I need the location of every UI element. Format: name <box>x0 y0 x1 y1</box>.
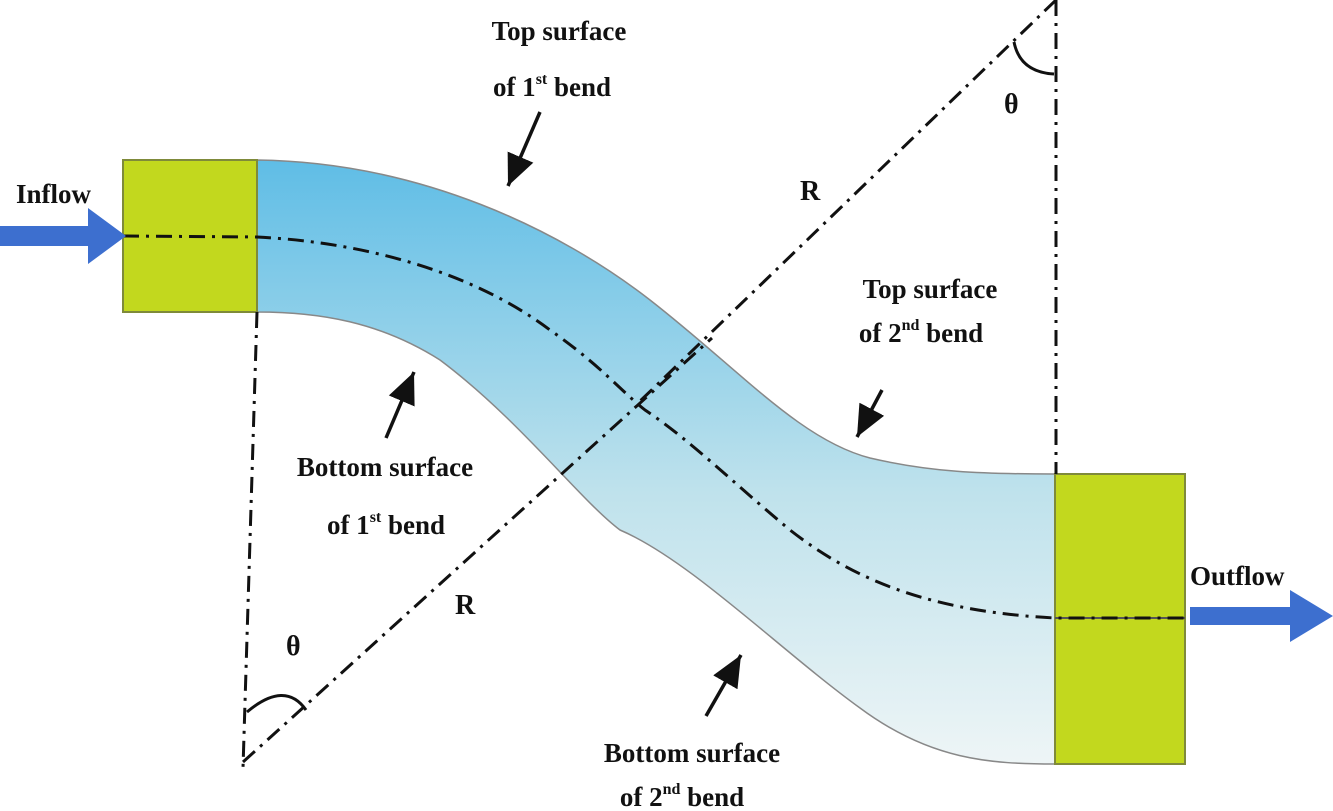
top-first-callout-arrow <box>506 111 542 187</box>
inflow-label: Inflow <box>16 179 92 209</box>
svg-text:of 2nd bend: of 2nd bend <box>859 317 983 348</box>
top-second-label: Top surface of 2nd bend <box>859 274 998 348</box>
bottom-first-callout-arrow <box>384 371 416 439</box>
svg-text:Bottom surface: Bottom surface <box>297 452 473 482</box>
outflow-label: Outflow <box>1190 561 1285 591</box>
bottom-first-label: Bottom surface of 1st bend <box>297 452 473 540</box>
inflow-arrow-icon <box>0 208 126 264</box>
pipe-centerline <box>122 234 1185 620</box>
angle-label-upper: θ <box>1004 89 1019 120</box>
radius-label-lower: R <box>455 590 476 621</box>
angle-label-lower: θ <box>286 631 301 662</box>
top-second-callout-arrow <box>855 389 885 438</box>
bottom-second-label: Bottom surface of 2nd bend <box>604 738 780 811</box>
svg-text:Bottom surface: Bottom surface <box>604 738 780 768</box>
pipe-body <box>256 159 1056 765</box>
lower-radius-line <box>241 336 714 764</box>
svg-text:of 1st bend: of 1st bend <box>327 509 445 540</box>
bottom-second-callout-arrow <box>704 654 743 717</box>
upper-radius-line <box>634 0 1058 407</box>
svg-text:of 1st bend: of 1st bend <box>493 71 611 102</box>
angle-arc-upper <box>1012 41 1055 76</box>
top-first-label: Top surface of 1st bend <box>492 16 627 102</box>
angle-arc-lower <box>246 694 308 714</box>
svg-text:of 2nd bend: of 2nd bend <box>620 781 744 811</box>
outflow-arrow-icon <box>1190 590 1333 642</box>
left-vertical-reference <box>241 311 259 769</box>
svg-text:Top surface: Top surface <box>863 274 998 304</box>
svg-text:Top surface: Top surface <box>492 16 627 46</box>
radius-label-upper: R <box>800 176 821 207</box>
